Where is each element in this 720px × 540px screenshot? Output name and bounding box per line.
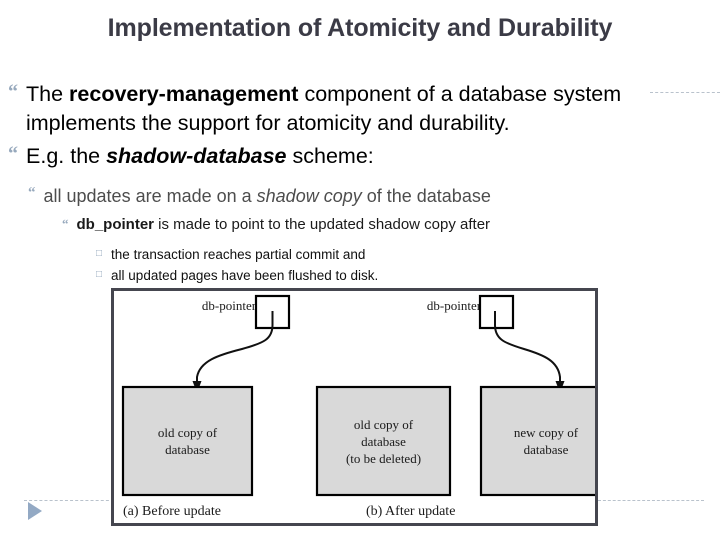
bullet-level2-text-1: all updates are made on a shadow copy of… xyxy=(44,184,709,208)
shadow-database-figure: db-pointer db-pointer old copy of databa… xyxy=(111,288,598,526)
bullet-level4-item-1: □ the transaction reaches partial commit… xyxy=(96,246,706,264)
segment-bold-italic-shadow-database: shadow-database xyxy=(106,144,287,168)
bullet-level1-item-1: “ The recovery-management component of a… xyxy=(8,80,714,138)
figure-box-old-copy-deleted-line3: (to be deleted) xyxy=(346,451,421,466)
segment-plain-5: all updates are made on a xyxy=(43,186,257,206)
bullet-level3-item-1: “ db_pointer is made to point to the upd… xyxy=(62,215,712,235)
bullet-level1-text-1: The recovery-management component of a d… xyxy=(26,80,714,138)
figure-box-old-copy-before-line1: old copy of xyxy=(158,425,218,440)
dashed-rule-top-right xyxy=(650,92,720,93)
figure-box-old-copy-deleted-line2: database xyxy=(361,434,406,449)
bullet-marker-quote-icon: “ xyxy=(8,143,18,165)
bullet-level3-text-1: db_pointer is made to point to the updat… xyxy=(77,215,713,235)
db-pointer-label-right: db-pointer xyxy=(427,298,482,313)
figure-box-new-copy-after-line2: database xyxy=(524,442,569,457)
bullet-marker-quote-icon: “ xyxy=(28,185,36,201)
segment-bold-recovery-management: recovery-management xyxy=(69,82,299,106)
pointer-arrow-right xyxy=(494,311,561,384)
segment-plain-1: The xyxy=(26,82,70,106)
db-pointer-box-right xyxy=(478,294,515,330)
bullet-marker-square-icon: □ xyxy=(96,269,103,280)
segment-plain-3: E.g. the xyxy=(26,144,107,168)
bullet-marker-quote-icon: “ xyxy=(62,216,69,231)
page-title: Implementation of Atomicity and Durabili… xyxy=(107,14,613,42)
figure-box-old-copy-before-line2: database xyxy=(165,442,210,457)
dashed-rule-bottom-left xyxy=(24,500,114,501)
pointer-arrow-left xyxy=(196,311,274,384)
figure-box-new-copy-after xyxy=(479,385,595,497)
figure-caption-b: (b) After update xyxy=(366,504,455,519)
dashed-rule-bottom-right xyxy=(598,500,704,501)
figure-canvas: db-pointer db-pointer old copy of databa… xyxy=(121,294,595,519)
figure-caption-a: (a) Before update xyxy=(123,504,221,519)
figure-box-old-copy-deleted-line1: old copy of xyxy=(354,417,414,432)
bullet-level4-text-2: all updated pages have been flushed to d… xyxy=(111,268,379,283)
figure-box-old-copy-before xyxy=(121,385,254,497)
segment-plain-4: scheme: xyxy=(286,144,374,168)
db-pointer-label-left: db-pointer xyxy=(202,298,257,313)
bullet-level1-text-2: E.g. the shadow-database scheme: xyxy=(26,142,714,171)
triangle-bullet-icon xyxy=(28,502,42,520)
segment-italic-shadow-copy: shadow copy xyxy=(256,186,362,206)
bullet-level1-item-2: “ E.g. the shadow-database scheme: xyxy=(8,142,714,171)
segment-plain-2: component of a database system implement… xyxy=(26,82,622,135)
bullet-level2-item-1: “ all updates are made on a shadow copy … xyxy=(28,184,708,208)
figure-box-old-copy-deleted xyxy=(315,385,452,497)
segment-plain-7: is made to point to the updated shadow c… xyxy=(154,216,491,233)
bullet-level4-text-1: the transaction reaches partial commit a… xyxy=(111,247,366,262)
bullet-marker-square-icon: □ xyxy=(96,248,103,259)
figure-box-new-copy-after-line1: new copy of xyxy=(514,425,579,440)
bullet-level4-item-2: □ all updated pages have been flushed to… xyxy=(96,267,706,285)
segment-bold-db-pointer: db_pointer xyxy=(76,216,155,233)
segment-plain-6: of the database xyxy=(361,186,491,206)
bullet-marker-quote-icon: “ xyxy=(8,81,18,103)
